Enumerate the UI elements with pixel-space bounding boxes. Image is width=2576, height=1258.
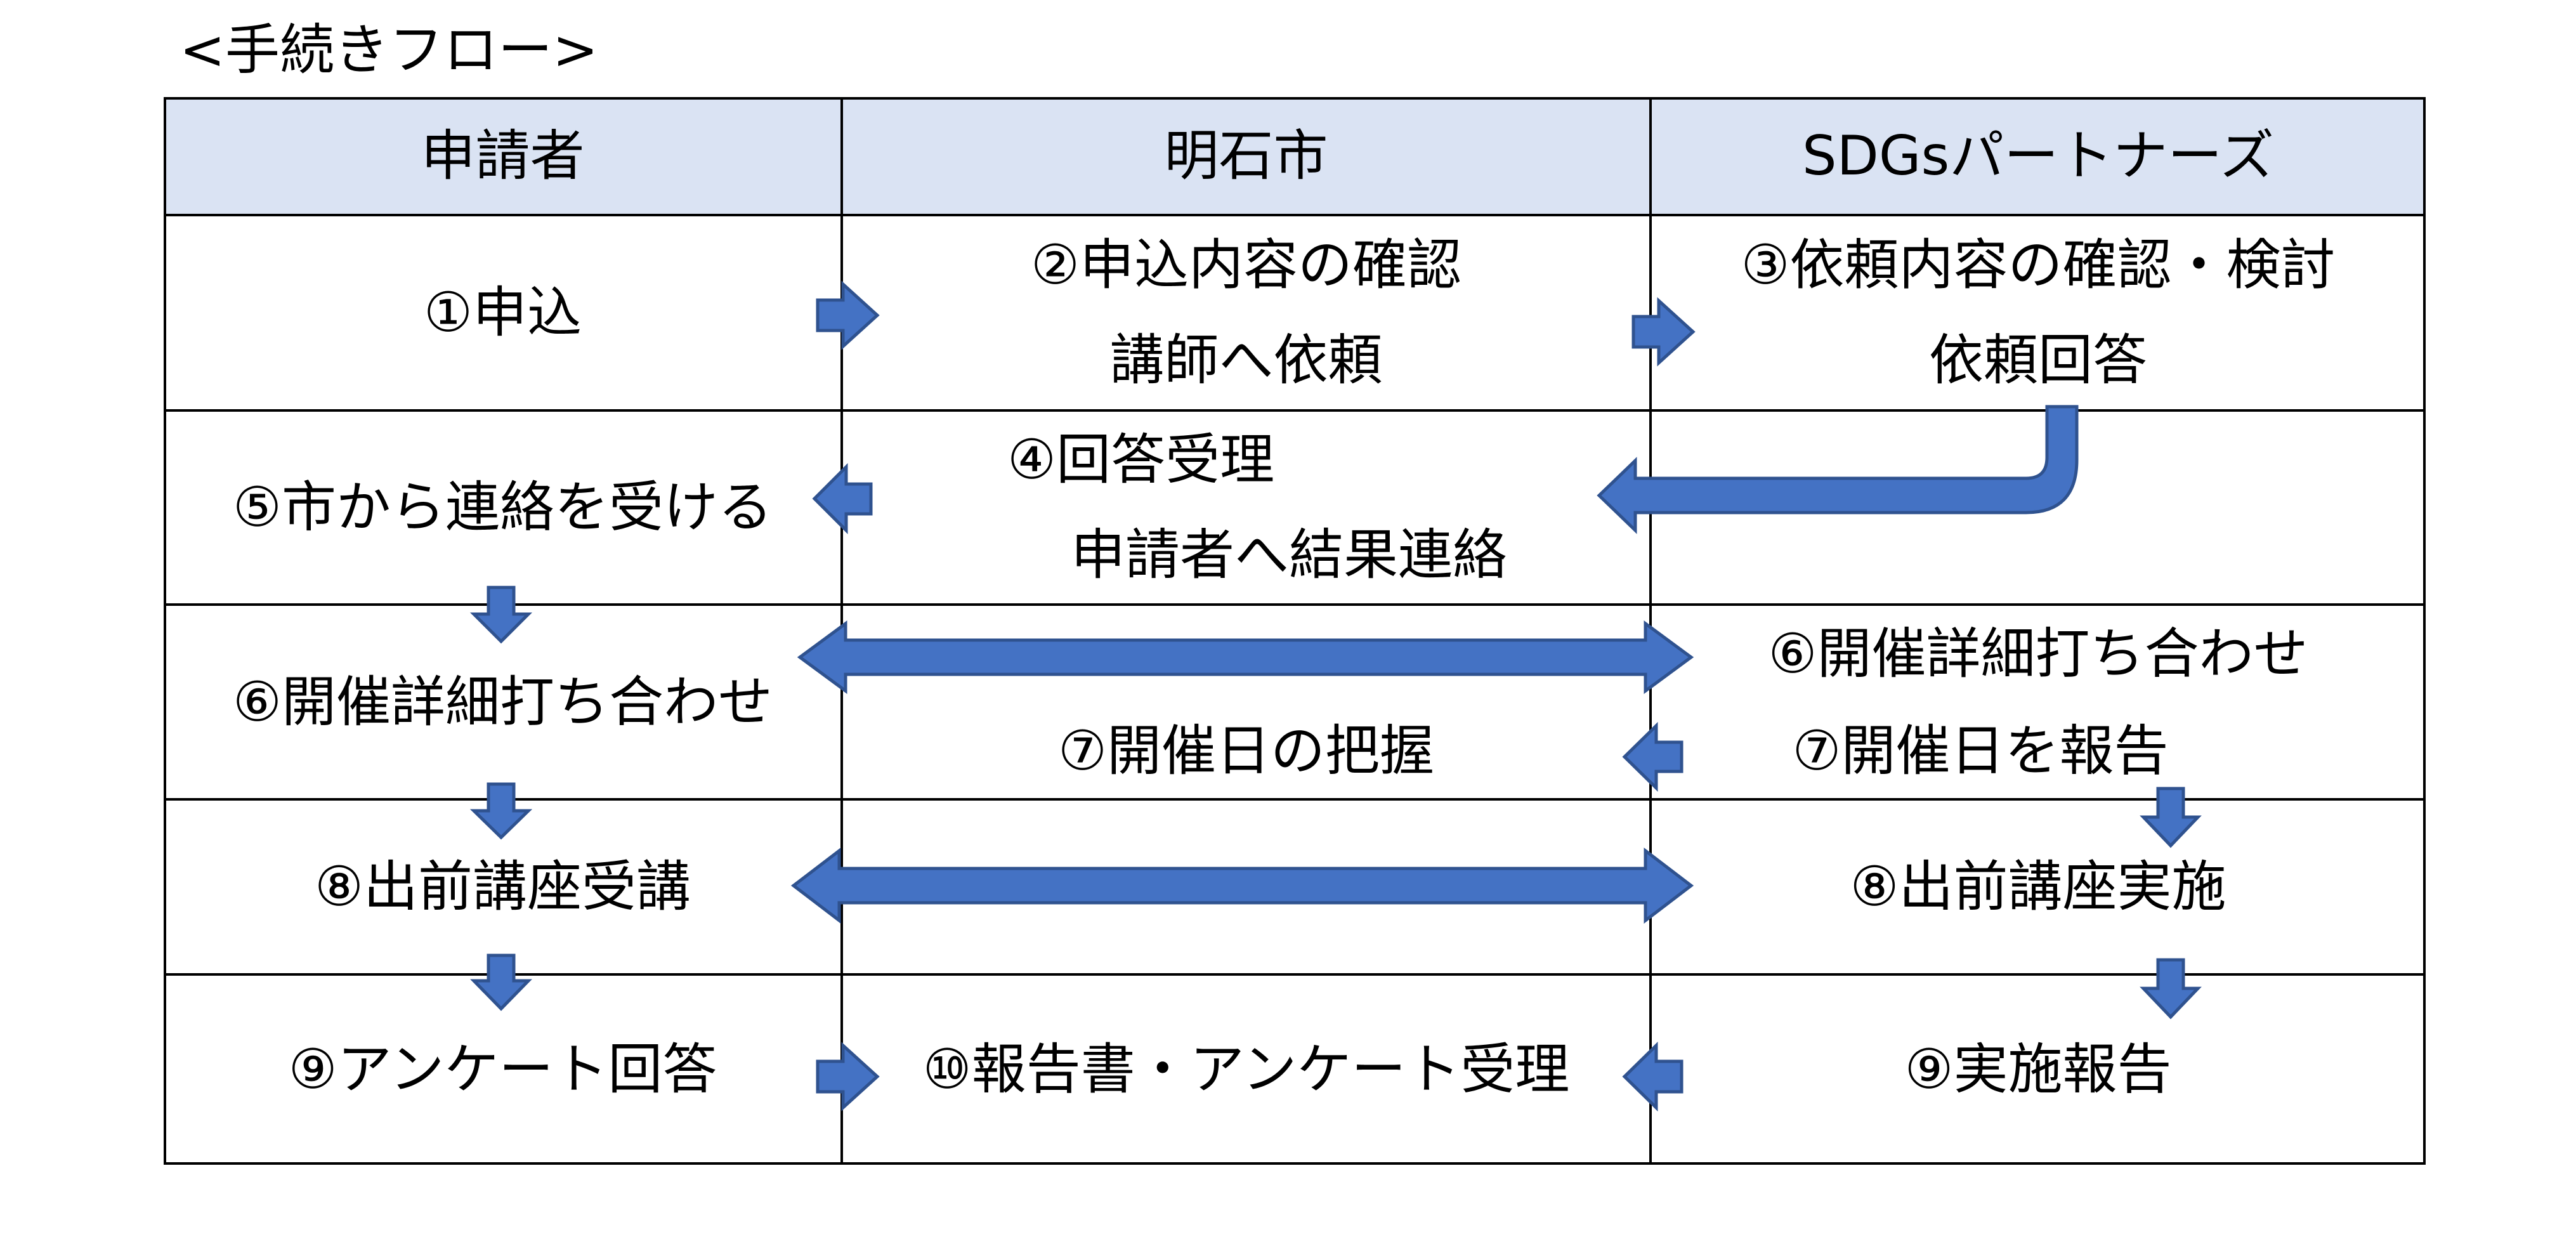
step-2-confirm: ②申込内容の確認 講師へ依頼 (842, 215, 1651, 410)
step-2-line-1: ②申込内容の確認 (1030, 233, 1462, 297)
bent-arrow-3-to-4-icon (1597, 405, 2079, 534)
step-3-line-2: 依頼回答 (1929, 329, 2147, 392)
step-7-city: ⑦開催日の把握 (842, 703, 1651, 799)
arrow-right-1-to-2-icon (816, 280, 880, 350)
table-grid (164, 97, 2426, 1165)
arrow-down-8-to-9-icon (470, 953, 532, 1011)
double-arrow-8-lecture-icon (790, 847, 1694, 924)
header-applicant-label: 申請者 (421, 124, 585, 188)
step-9-applicant: ⑨アンケート回答 (164, 974, 842, 1165)
arrow-down-8-to-9-partner-icon (2140, 958, 2202, 1019)
step-9-partner-text: ⑨実施報告 (1904, 1038, 2172, 1101)
step-8-partner-text: ⑧出前講座実施 (1850, 855, 2226, 919)
step-8-applicant: ⑧出前講座受講 (164, 799, 842, 974)
step-4-receive: ④回答受理 申請者へ結果連絡 (1007, 410, 1642, 605)
header-city-label: 明石市 (1164, 124, 1328, 188)
step-6-applicant-text: ⑥開催詳細打ち合わせ (232, 670, 773, 734)
header-partners: SDGsパートナーズ (1651, 97, 2426, 215)
arrow-left-7-icon (1622, 722, 1684, 792)
header-applicant: 申請者 (164, 97, 842, 215)
flow-table: 申請者 明石市 SDGsパートナーズ ①申込 ②申込内容の確認 講師へ依頼 ③依… (164, 97, 2426, 1165)
step-10-city-text: ⑩報告書・アンケート受理 (922, 1038, 1570, 1101)
step-3-review: ③依頼内容の確認・検討 依頼回答 (1651, 215, 2426, 410)
arrow-left-4-to-5-icon (812, 462, 873, 535)
step-4-line-1: ④回答受理 (1007, 428, 1275, 492)
table-border (164, 97, 2426, 1165)
step-7-city-text: ⑦開催日の把握 (1057, 719, 1435, 783)
arrow-down-7-to-8-partner-icon (2140, 787, 2202, 848)
arrow-right-2-to-3-icon (1631, 297, 1696, 367)
header-row-background (164, 97, 2426, 215)
header-partners-label: SDGsパートナーズ (1802, 124, 2274, 188)
step-6-partner-text: ⑥開催詳細打ち合わせ (1768, 622, 2308, 686)
arrow-right-9-to-10-icon (816, 1042, 880, 1111)
step-6-partner: ⑥開催詳細打ち合わせ (1651, 605, 2426, 703)
flow-title: <手続きフロー> (180, 18, 599, 82)
step-6-applicant: ⑥開催詳細打ち合わせ (164, 605, 842, 799)
arrow-left-9-to-10-partner-icon (1622, 1042, 1684, 1111)
step-3-line-1: ③依頼内容の確認・検討 (1741, 233, 2336, 297)
step-7-partner: ⑦開催日を報告 (1651, 703, 2310, 799)
double-arrow-6-meeting-icon (797, 620, 1694, 694)
arrow-down-6-to-8-icon (469, 782, 533, 840)
step-2-line-2: 講師へ依頼 (1109, 329, 1383, 392)
step-1-text: ①申込 (423, 281, 582, 344)
step-5-text: ⑤市から連絡を受ける (232, 476, 773, 539)
flow-arrows (469, 280, 2202, 1111)
step-8-applicant-text: ⑧出前講座受講 (314, 855, 691, 919)
step-9-partner: ⑨実施報告 (1651, 974, 2426, 1165)
arrow-down-5-to-6-icon (469, 586, 533, 644)
step-9-applicant-text: ⑨アンケート回答 (288, 1038, 717, 1101)
step-8-partner: ⑧出前講座実施 (1651, 799, 2426, 974)
step-7-partner-text: ⑦開催日を報告 (1792, 719, 2169, 783)
step-1-apply: ①申込 (164, 215, 842, 410)
step-4-line-2: 申請者へ結果連絡 (1071, 523, 1507, 587)
header-city: 明石市 (842, 97, 1651, 215)
step-10-city: ⑩報告書・アンケート受理 (842, 974, 1651, 1165)
step-5-contact: ⑤市から連絡を受ける (164, 410, 842, 605)
